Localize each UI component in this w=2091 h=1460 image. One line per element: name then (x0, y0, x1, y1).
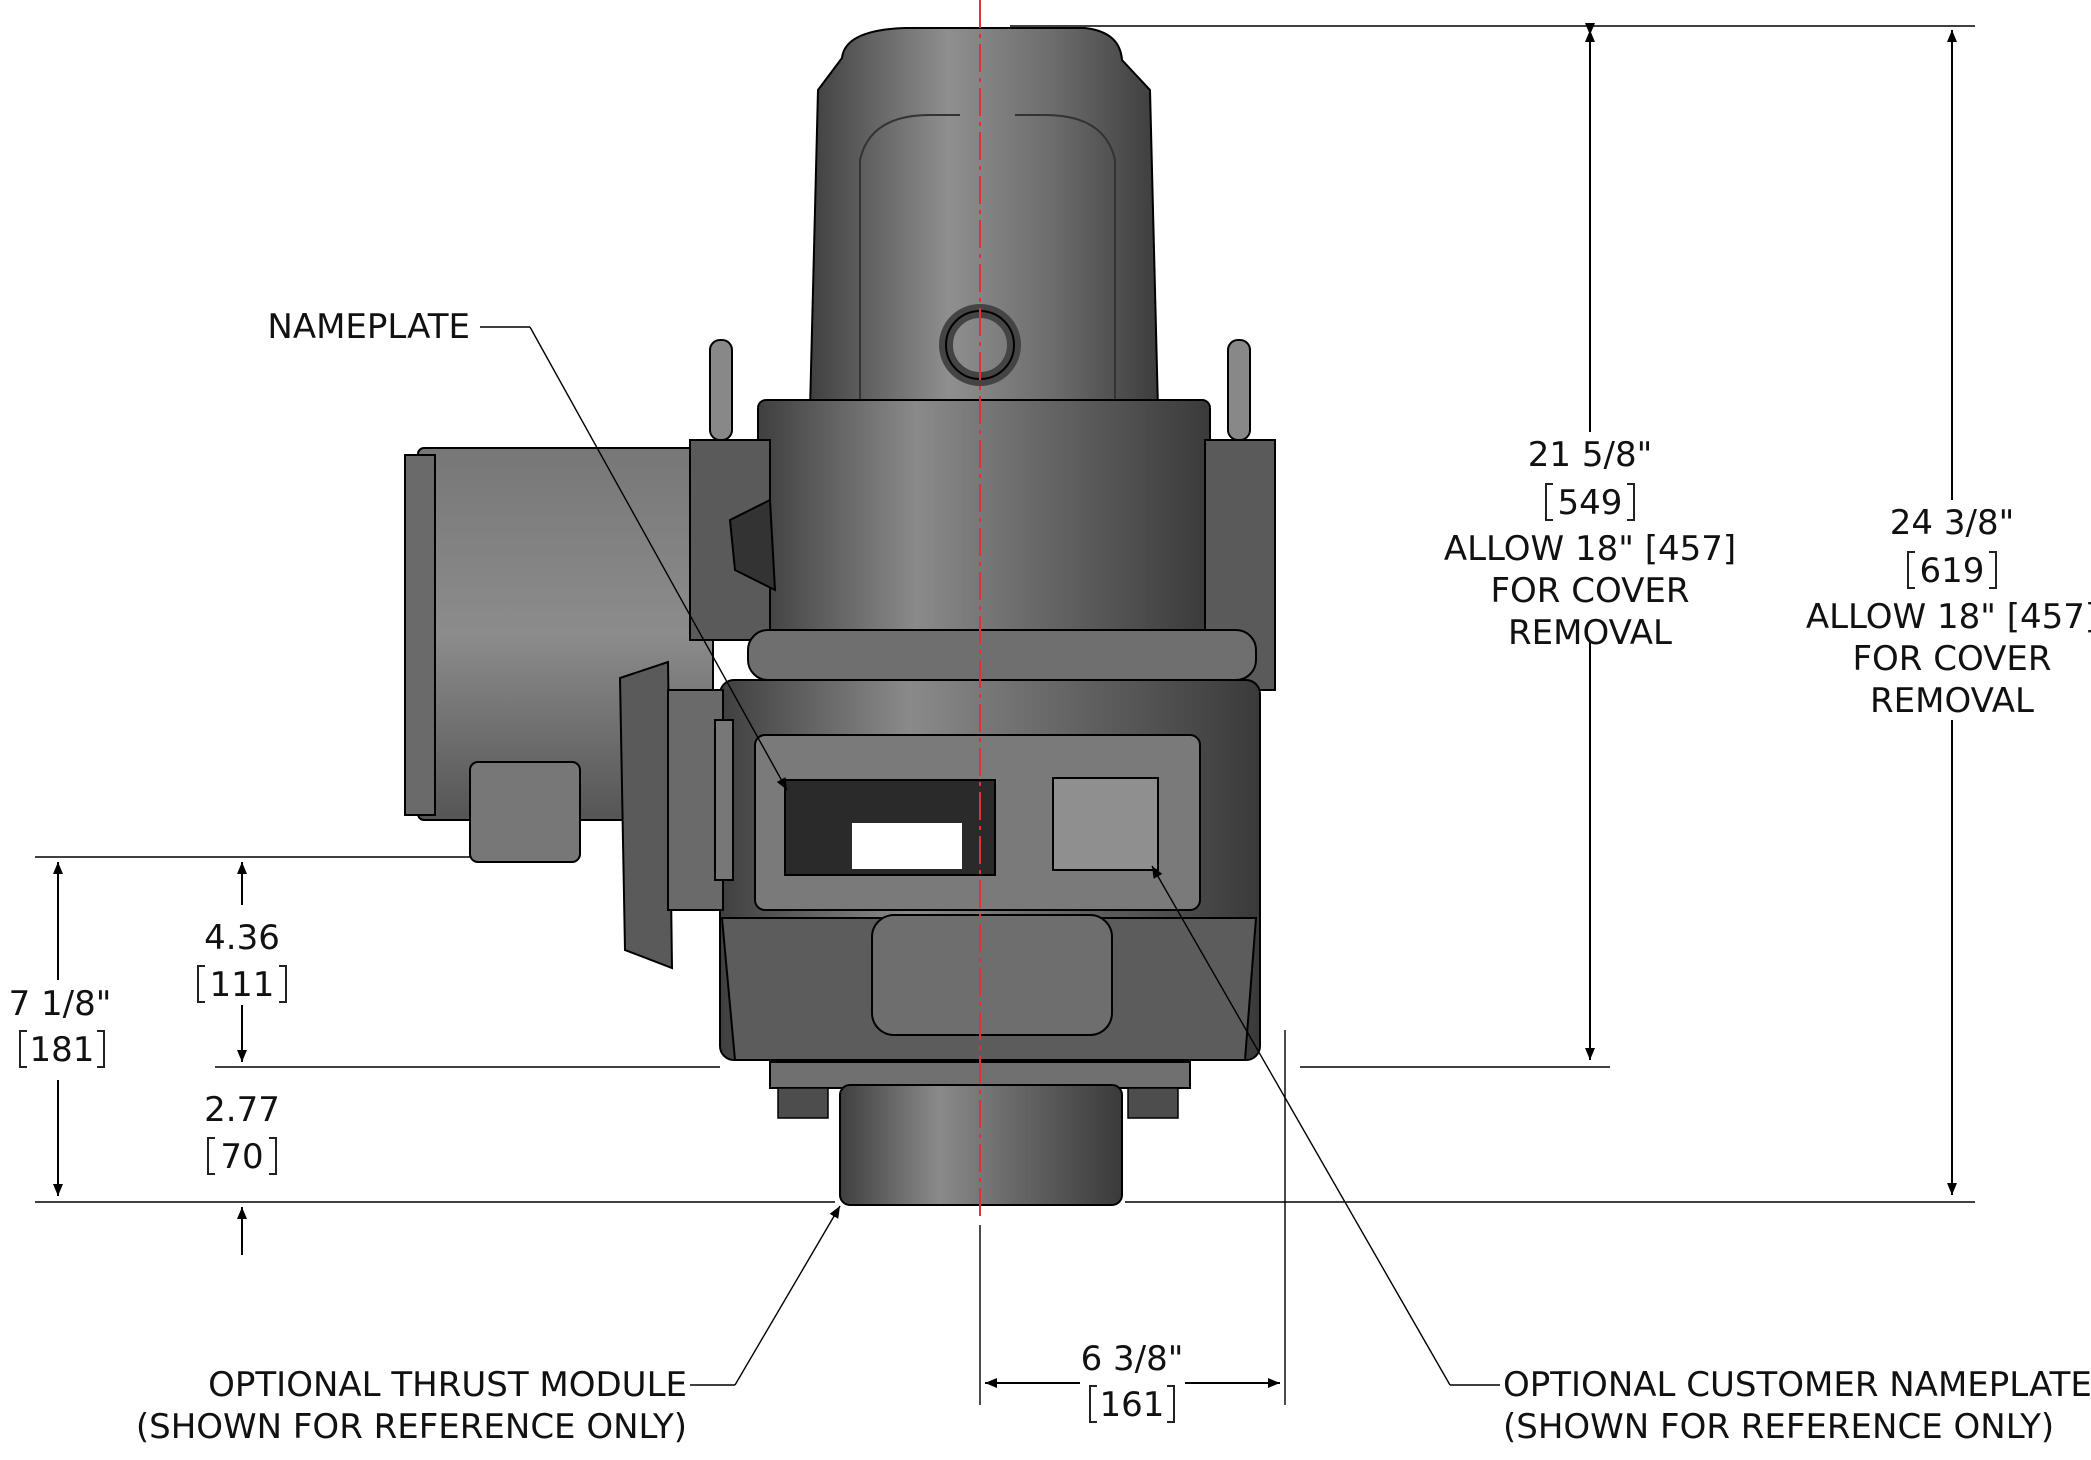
dimension-side-left: 7 1/8" 181 (9, 984, 112, 1070)
conduit-entry (469, 761, 581, 863)
dim-conduit-height-imperial: 4.36 (204, 918, 280, 958)
label-customer-nameplate-line2: (SHOWN FOR REFERENCE ONLY) (1503, 1407, 2054, 1447)
label-customer-nameplate-line1: OPTIONAL CUSTOMER NAMEPLATE (1503, 1365, 2091, 1405)
dim-center-offset-imperial: 6 3/8" (1081, 1339, 1184, 1379)
actuator-body (404, 27, 1276, 1206)
dim-height-body-note1: ALLOW 18" [457] (1444, 529, 1736, 569)
dome-rib-right (1015, 114, 1116, 405)
dim-side-left-imperial: 7 1/8" (9, 984, 112, 1024)
base-boss (871, 914, 1113, 1036)
customer-nameplate-plate (1052, 777, 1159, 871)
dimension-height-body: 21 5/8" 549 ALLOW 18" [457] FOR COVER RE… (1444, 435, 1736, 653)
conduit-housing-cover (404, 454, 436, 816)
dim-height-body-metric: 549 (1558, 483, 1623, 523)
lifting-lug-right (1227, 339, 1251, 441)
dome-rib-left (859, 114, 960, 405)
dim-height-total-metric: 619 (1920, 551, 1985, 591)
knob (728, 498, 777, 592)
dimension-thrust-height: 2.77 70 (204, 1090, 280, 1177)
dim-height-total-note3: REMOVAL (1870, 681, 2034, 721)
dim-height-total-imperial: 24 3/8" (1890, 503, 2014, 543)
upper-gear-housing (757, 399, 1211, 641)
dim-height-total-note1: ALLOW 18" [457] (1806, 597, 2091, 637)
metric-brackets (19, 483, 1997, 1423)
dim-height-body-note3: REMOVAL (1508, 613, 1672, 653)
dim-center-offset-metric: 161 (1100, 1385, 1165, 1425)
dim-side-left-metric: 181 (30, 1030, 95, 1070)
label-thrust-module-line1: OPTIONAL THRUST MODULE (208, 1365, 687, 1405)
extension-lines (35, 25, 1975, 1405)
annotation-labels: NAMEPLATE OPTIONAL THRUST MODULE (SHOWN … (136, 307, 2091, 1447)
label-thrust-module-line2: (SHOWN FOR REFERENCE ONLY) (136, 1407, 687, 1447)
dim-height-body-note2: FOR COVER (1490, 571, 1689, 611)
dimension-height-total: 24 3/8" 619 ALLOW 18" [457] FOR COVER RE… (1806, 503, 2091, 721)
dimension-lines (53, 23, 1957, 1388)
middle-band (747, 629, 1257, 681)
label-nameplate: NAMEPLATE (267, 307, 470, 347)
dim-height-total-note2: FOR COVER (1852, 639, 2051, 679)
leader-lines (480, 326, 1500, 1386)
dim-conduit-height-metric: 111 (210, 965, 275, 1005)
dimension-center-offset: 6 3/8" 161 (1081, 1339, 1184, 1425)
dimension-conduit-height: 4.36 111 (204, 918, 280, 1005)
dim-thrust-height-metric: 70 (220, 1137, 263, 1177)
motor-cover-dome (808, 27, 1160, 411)
lifting-lug-left (709, 339, 733, 441)
dim-thrust-height-imperial: 2.77 (204, 1090, 280, 1130)
dim-height-body-imperial: 21 5/8" (1528, 435, 1652, 475)
handwheel (618, 660, 674, 970)
